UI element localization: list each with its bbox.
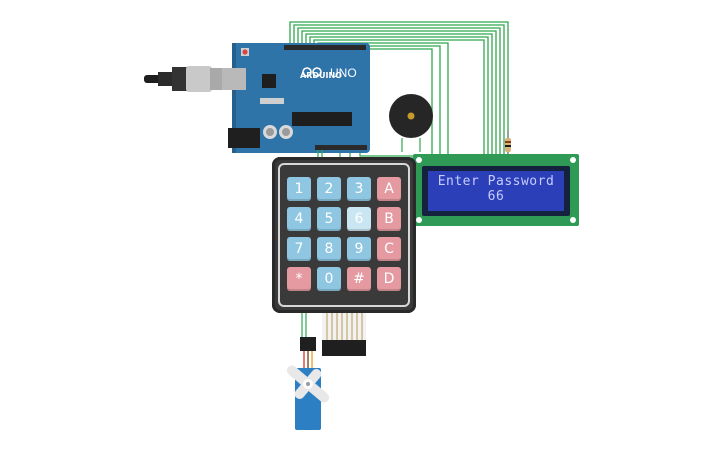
lcd-line-1: Enter Password	[437, 174, 555, 189]
arduino-logo-icon	[302, 67, 322, 77]
key-9[interactable]: 9	[347, 237, 371, 261]
key-d[interactable]: D	[377, 267, 401, 291]
buzzer	[389, 94, 433, 152]
keypad-frame	[278, 163, 410, 307]
key-0[interactable]: 0	[317, 267, 341, 291]
key-a[interactable]: A	[377, 177, 401, 201]
keypad-ribbon	[322, 310, 366, 356]
key-1[interactable]: 1	[287, 177, 311, 201]
key-3[interactable]: 3	[347, 177, 371, 201]
arduino-logo-text: ARDUINO	[300, 71, 342, 80]
lcd-screen: Enter Password 66	[428, 171, 564, 211]
key-star[interactable]: *	[287, 267, 311, 291]
lcd-frame: Enter Password 66	[422, 166, 570, 216]
arduino-model-text: UNO	[330, 66, 357, 80]
lcd-module: Enter Password 66	[413, 154, 579, 226]
mount-hole	[570, 217, 576, 223]
resistor	[505, 130, 511, 158]
key-4[interactable]: 4	[287, 207, 311, 231]
keypad: 1 2 3 A 4 5 6 B 7 8 9 C * 0 # D	[272, 157, 416, 313]
key-hash[interactable]: #	[347, 267, 371, 291]
key-b[interactable]: B	[377, 207, 401, 231]
key-7[interactable]: 7	[287, 237, 311, 261]
key-8[interactable]: 8	[317, 237, 341, 261]
mount-hole	[570, 157, 576, 163]
key-6[interactable]: 6	[347, 207, 371, 231]
servo-motor	[286, 337, 330, 430]
arduino-board	[222, 43, 370, 153]
keypad-wires	[301, 150, 323, 338]
key-5[interactable]: 5	[317, 207, 341, 231]
mount-hole	[416, 217, 422, 223]
usb-cable	[144, 66, 222, 92]
lcd-line-2: 66	[487, 189, 505, 204]
key-2[interactable]: 2	[317, 177, 341, 201]
key-c[interactable]: C	[377, 237, 401, 261]
mount-hole	[416, 157, 422, 163]
